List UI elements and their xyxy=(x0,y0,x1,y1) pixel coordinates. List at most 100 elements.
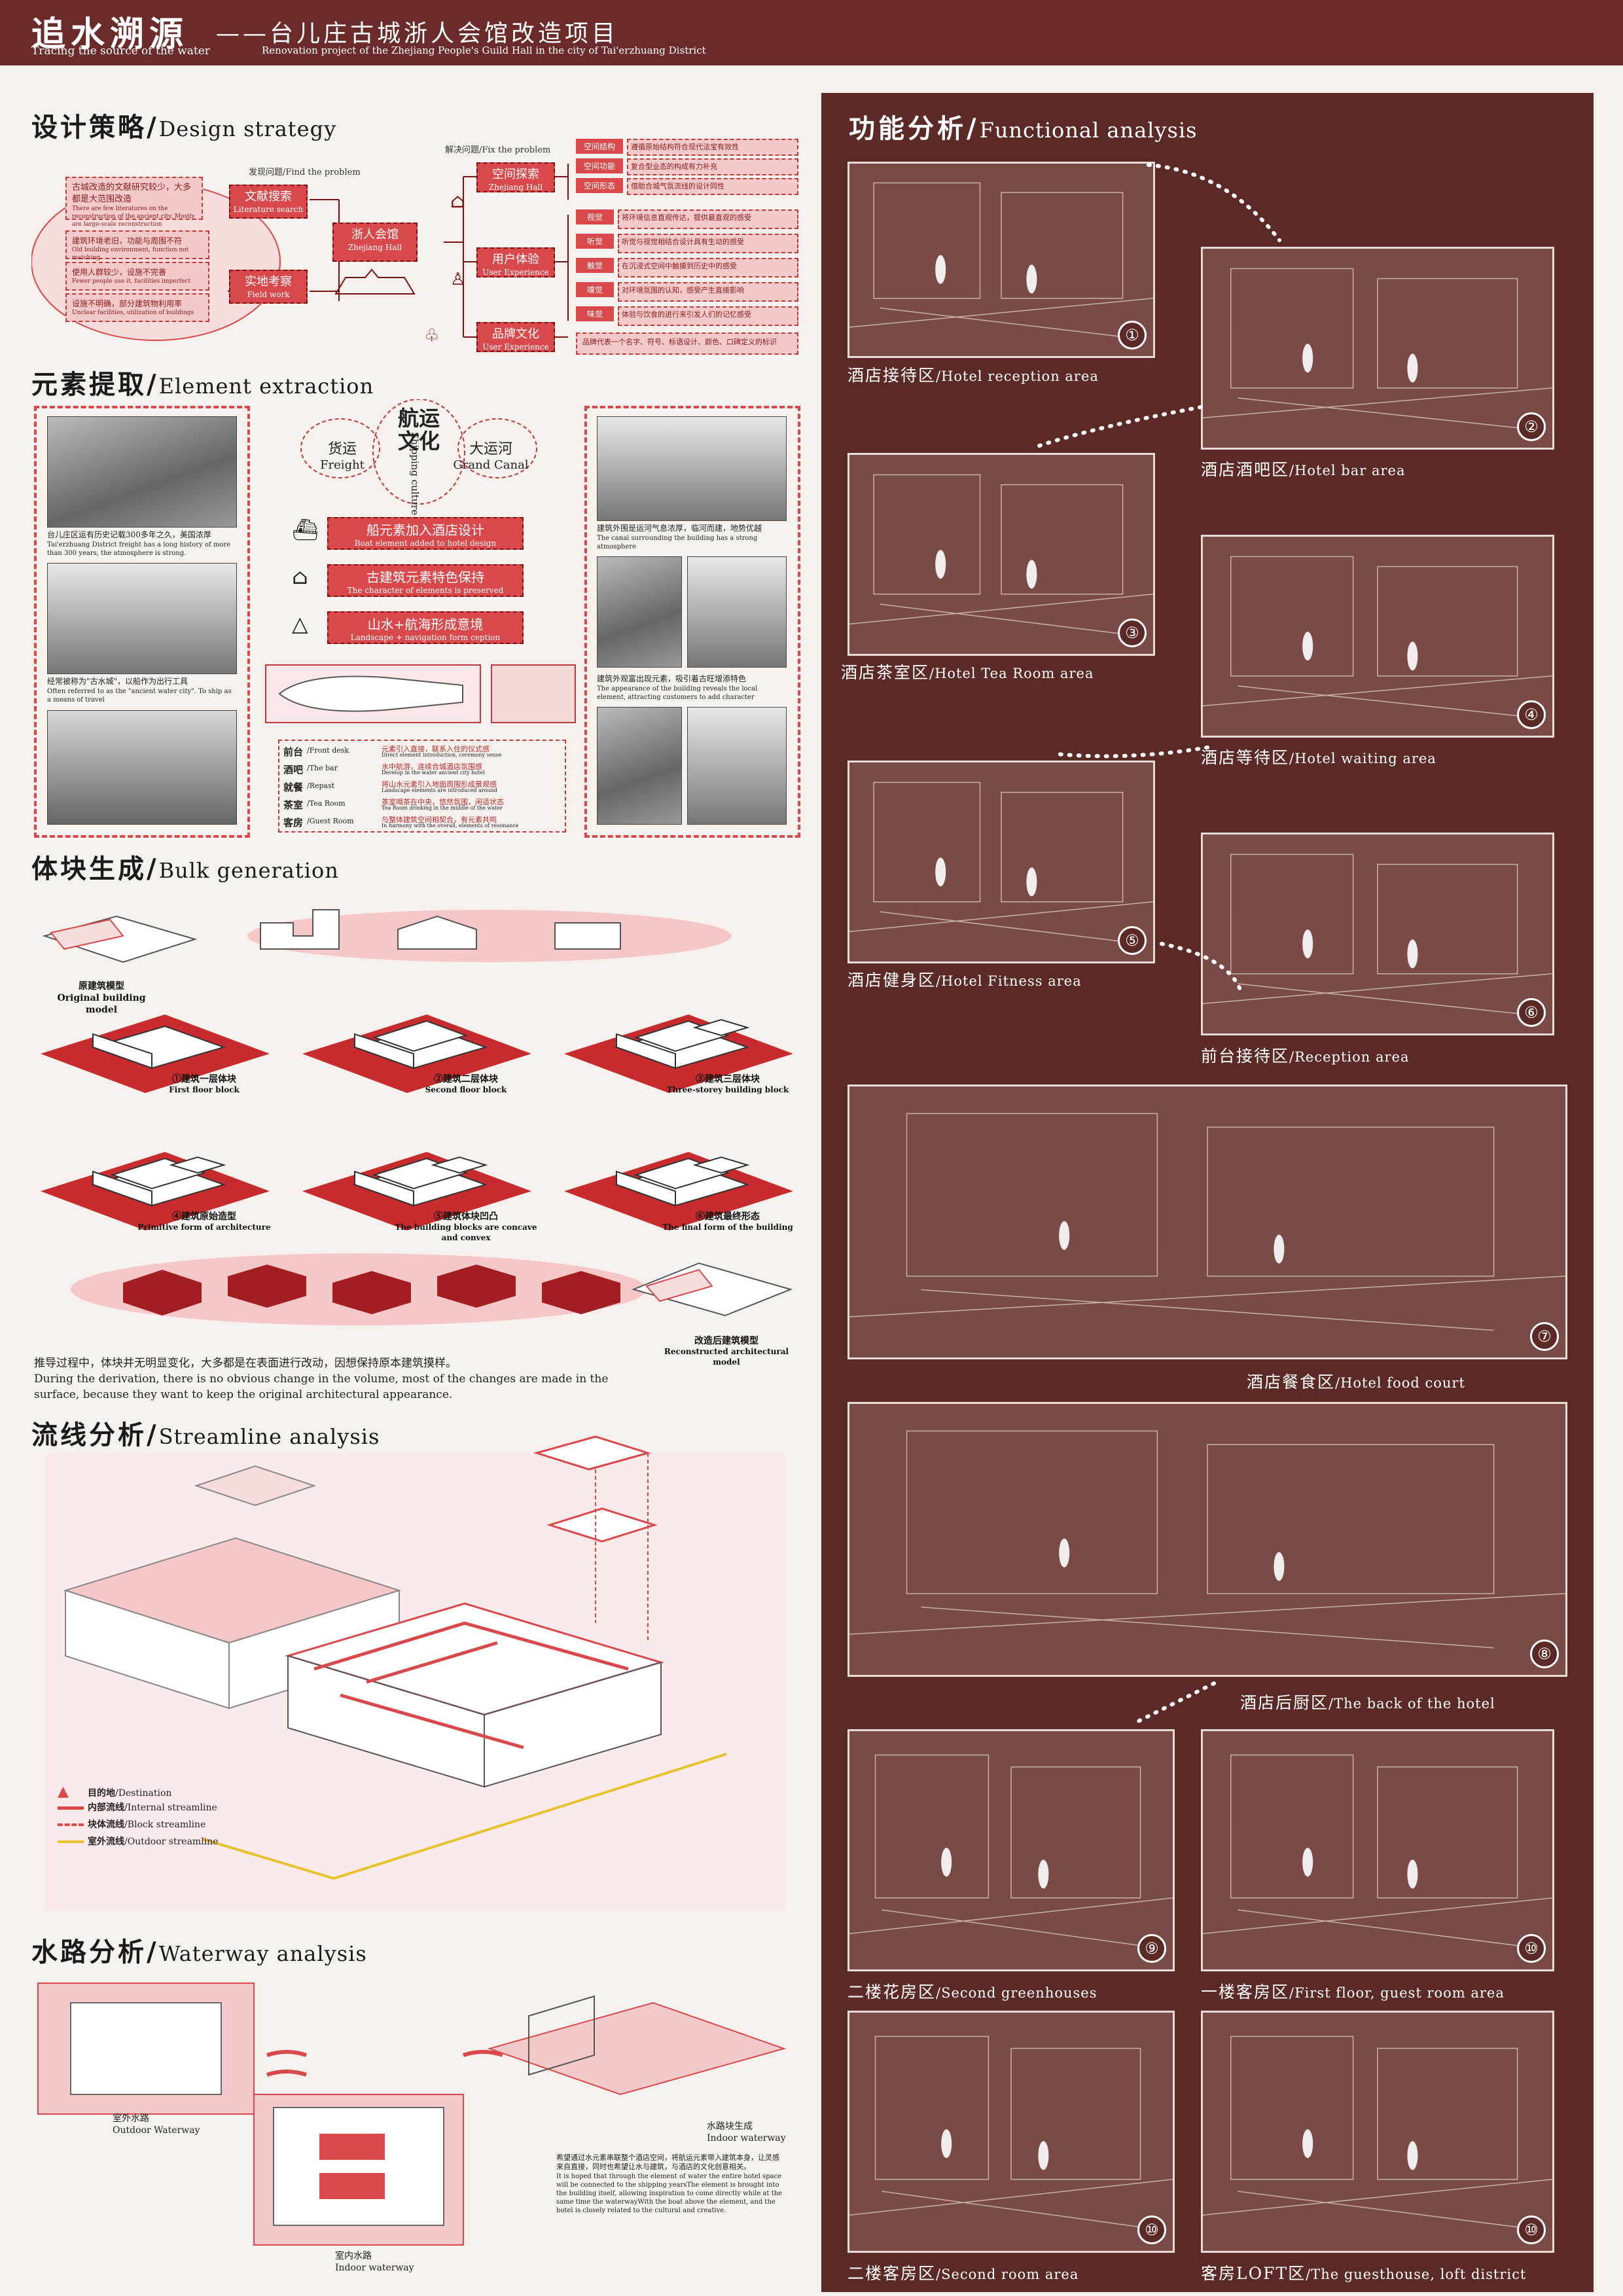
row-name-cn: 客房 xyxy=(283,817,304,829)
legend-cn: 室外流线 xyxy=(88,1837,124,1847)
function-room-caption: 酒店餐食区/Hotel food court xyxy=(1247,1369,1465,1393)
row-desc-en: Landscape elements are introduced around xyxy=(382,787,497,793)
room-caption-en: /Reception area xyxy=(1289,1049,1410,1065)
legend-en: /Block streamline xyxy=(124,1820,206,1830)
bulk-step-cn: ②建筑二层体块 xyxy=(434,1074,498,1085)
element-step-cn: 古建筑元素特色保持 xyxy=(366,569,484,585)
row-desc: 水中航游，连续合城酒店氛围感 xyxy=(382,762,482,771)
function-room-caption: 一楼客房区/First floor, guest room area xyxy=(1201,1979,1505,2003)
ship-icon: ⛴ xyxy=(292,517,319,542)
user-item-tag: 味觉 xyxy=(576,306,614,321)
poster-header: 追水溯源 Tracing the source of the water ——台… xyxy=(0,0,1623,65)
row-desc: 茶室喝茶在中央，悠然氛围，闲适状态 xyxy=(382,798,504,806)
space-item-text: 遵循原始结构符合现代法宝有效性 xyxy=(627,139,798,156)
legend-item: ▲目的地/Destination xyxy=(58,1784,171,1800)
poster-subtitle: ——台儿庄古城浙人会馆改造项目 xyxy=(216,20,619,47)
streamline-diagram xyxy=(46,1435,785,1911)
room-number-badge: ① xyxy=(1118,321,1147,350)
legend-cn: 目的地 xyxy=(88,1788,115,1799)
fishing-boats-photo xyxy=(47,563,237,674)
row-name-en: /The bar xyxy=(307,764,338,772)
legend-en: /Destination xyxy=(115,1788,172,1799)
user-item-text: 在沉浸式空间中触摸到历史中的感受 xyxy=(618,258,798,278)
waterway-note: 希望通过水元素串联整个酒店空间，将航运元素带入建筑本身，让灵感来自直接，同时也希… xyxy=(556,2153,783,2214)
cargo-ship-photo xyxy=(47,416,237,528)
room-number-badge: ③ xyxy=(1118,619,1147,647)
design-strategy-title: 设计策略/Design strategy xyxy=(31,112,337,143)
left-caption-2: 经常被称为"古水城"，以船作为出行工具 Often referred to as… xyxy=(47,677,232,704)
legend-item: 内部流线/Internal streamline xyxy=(58,1801,217,1814)
room-caption-en: /The guesthouse, loft district xyxy=(1306,2267,1527,2282)
user-item-tag: 听觉 xyxy=(576,234,614,249)
legend-item: 室外流线/Outdoor streamline xyxy=(58,1835,218,1848)
room-number-badge: ⑤ xyxy=(1118,926,1147,955)
room-number-badge: ⑩ xyxy=(1517,1934,1546,1963)
room-number-badge: ⑧ xyxy=(1530,1640,1559,1668)
shipping-culture-cn: 航运文化 xyxy=(397,406,440,454)
row-name-en: /Front desk xyxy=(307,746,349,755)
fish-sketch xyxy=(491,664,576,723)
row-desc: 元素引入直接，联系入住的仪式感 xyxy=(382,745,490,753)
room-number-badge: ④ xyxy=(1517,700,1546,729)
room-number-badge: ⑨ xyxy=(1137,1934,1166,1963)
bulk-step-en: First floor block xyxy=(169,1085,240,1095)
bulk-step-cn: ⑥建筑最终形态 xyxy=(696,1211,760,1222)
room-caption-en: /Hotel bar area xyxy=(1289,463,1406,478)
building-icon: ⌂ xyxy=(292,564,308,589)
bulk-step-model xyxy=(41,1152,270,1230)
function-room-caption: 酒店接待区/Hotel reception area xyxy=(847,363,1099,386)
outdoor-waterway-label: 室外水路 Outdoor Waterway xyxy=(113,2113,200,2136)
original-model-caption: 原建筑模型 Original building model xyxy=(57,981,146,1016)
right-photo-frame xyxy=(584,406,800,838)
row-desc-en: Tea Room drinking in the middle of the w… xyxy=(382,805,503,811)
legend-cn: 内部流线 xyxy=(88,1803,124,1813)
bulk-step-cn: ①建筑一层体块 xyxy=(172,1074,236,1085)
bulk-step-cn: ④建筑原始造型 xyxy=(172,1211,236,1222)
person-icon: ♙ xyxy=(450,270,466,289)
shipping-culture-diagram xyxy=(300,399,537,505)
right-caption-1: 建筑外围是运河气息浓厚，临河而建，地势优越 The canal surround… xyxy=(597,524,762,550)
bulk-step-en: The final form of the building xyxy=(662,1223,793,1232)
user-item-tag: 嗅觉 xyxy=(576,282,614,297)
room-caption-cn: 酒店后厨区 xyxy=(1240,1693,1329,1712)
function-room-drawing: ① xyxy=(847,162,1155,358)
row-desc: 将山水元素引入地面周围形成景观感 xyxy=(382,780,497,789)
element-extraction-title: 元素提取/Element extraction xyxy=(31,369,374,400)
room-caption-cn: 酒店健身区 xyxy=(847,971,936,990)
waterway-title: 水路分析/Waterway analysis xyxy=(31,1937,367,1967)
room-caption-en: /First floor, guest room area xyxy=(1289,1985,1505,2001)
function-room-caption: 酒店健身区/Hotel Fitness area xyxy=(847,967,1082,991)
field-note-1: 建筑环境老旧，功能与周围不符 Old building environment,… xyxy=(65,230,209,261)
bulk-step-model xyxy=(564,1014,793,1093)
room-caption-en: /The back of the hotel xyxy=(1329,1696,1495,1712)
user-item-tag: 视觉 xyxy=(576,209,614,224)
function-room-drawing: ② xyxy=(1201,247,1554,450)
legend-en: /Internal streamline xyxy=(124,1803,217,1813)
bulk-generation-title: 体块生成/Bulk generation xyxy=(31,853,339,884)
user-item-text: 听觉与视觉相结合设计具有生动的感受 xyxy=(618,234,798,253)
bulk-step-en: Second floor block xyxy=(425,1085,507,1095)
function-room-caption: 酒店茶室区/Hotel Tea Room area xyxy=(841,660,1094,683)
row-desc-en: In harmony with the overall, elements of… xyxy=(382,823,519,829)
room-caption-en: /Hotel Tea Room area xyxy=(929,666,1094,681)
function-room-drawing: ⑧ xyxy=(847,1402,1567,1677)
user-item-text: 对环境氛围的认知，感受产生直接影响 xyxy=(618,282,798,302)
triangle-icon: △ xyxy=(292,611,308,636)
left-caption-1: 台儿庄区运有历史记载300多年之久，美国浓厚 Tai'erzhuang Dist… xyxy=(47,530,231,557)
room-caption-cn: 酒店等待区 xyxy=(1201,748,1290,767)
legend-symbol xyxy=(58,1803,88,1813)
room-caption-en: /Hotel Fitness area xyxy=(936,973,1082,989)
row-name-en: /Repast xyxy=(307,781,335,790)
